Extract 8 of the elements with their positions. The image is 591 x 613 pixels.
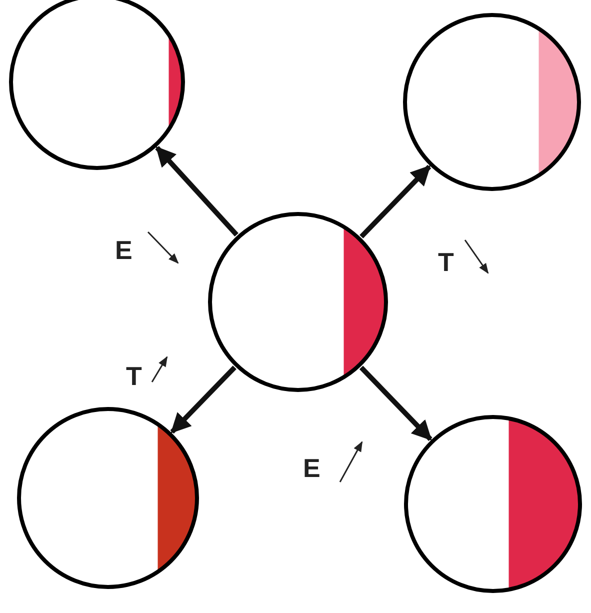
arrow [359,366,432,441]
circle-node [208,212,388,392]
circle-node [17,407,199,589]
arrow [155,146,238,236]
circle-node [403,13,581,191]
circle-node [404,415,582,593]
arrow [360,164,432,238]
arrow [170,366,236,434]
